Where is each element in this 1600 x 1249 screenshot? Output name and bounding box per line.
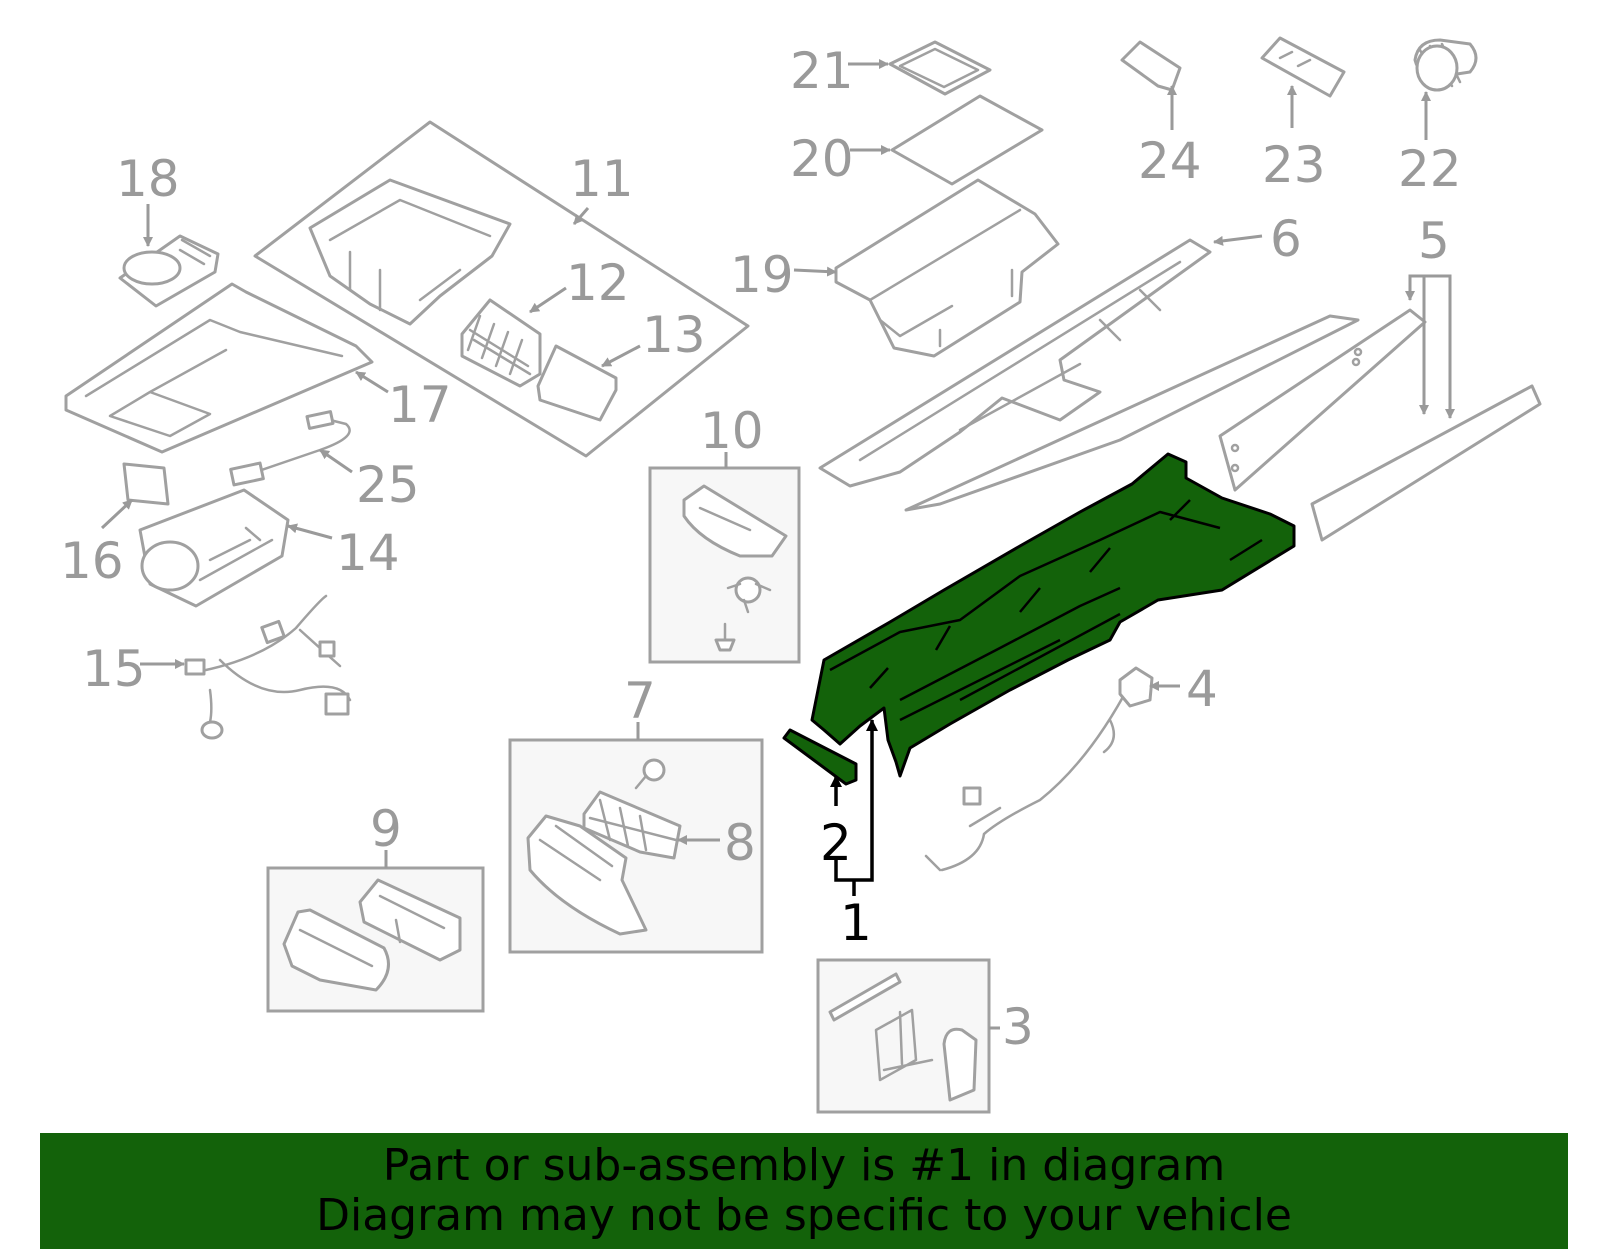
callout-12: 12 xyxy=(566,254,630,312)
callout-3: 3 xyxy=(1002,998,1034,1056)
part-14-cupholder xyxy=(138,488,290,608)
banner-line-2: Diagram may not be specific to your vehi… xyxy=(316,1190,1292,1241)
part-21-tray-lid xyxy=(888,40,992,96)
callout-8: 8 xyxy=(724,814,756,872)
part-15-harness xyxy=(184,594,352,740)
part-10-box xyxy=(648,466,801,664)
callout-5: 5 xyxy=(1418,212,1450,270)
callout-16: 16 xyxy=(60,532,124,590)
callout-22: 22 xyxy=(1398,140,1462,198)
callout-2: 2 xyxy=(820,814,852,872)
part-19-armrest-lid xyxy=(834,178,1060,358)
callout-20: 20 xyxy=(790,130,854,188)
part-9-box xyxy=(266,866,485,1013)
part-5-trim-strips xyxy=(1218,308,1542,542)
callout-17: 17 xyxy=(388,376,452,434)
callout-23: 23 xyxy=(1262,136,1326,194)
part-17-shifter-bezel xyxy=(64,282,374,454)
part-8-switch-panel xyxy=(582,790,682,860)
banner-line-1: Part or sub-assembly is #1 in diagram xyxy=(382,1140,1226,1191)
callout-numbers: 21 20 24 23 22 19 6 5 18 11 12 13 17 25 … xyxy=(60,42,1462,1056)
info-banner: Part or sub-assembly is #1 in diagram Di… xyxy=(40,1133,1568,1249)
callout-7: 7 xyxy=(624,672,656,730)
callout-18: 18 xyxy=(116,150,180,208)
callout-13: 13 xyxy=(642,306,706,364)
part-24-clip xyxy=(1120,40,1182,92)
callout-19: 19 xyxy=(730,246,794,304)
part-6-trim-rail xyxy=(818,238,1360,512)
part-22-knob xyxy=(1413,38,1478,92)
callout-9: 9 xyxy=(370,800,402,858)
callout-1: 1 xyxy=(840,894,872,952)
callout-10: 10 xyxy=(700,402,764,460)
callout-4: 4 xyxy=(1186,660,1218,718)
part-23-plate xyxy=(1260,36,1346,98)
callout-14: 14 xyxy=(336,524,400,582)
callout-11: 11 xyxy=(570,150,634,208)
part-1-console-highlighted xyxy=(810,452,1296,778)
callout-24: 24 xyxy=(1138,132,1202,190)
part-18-ring-module xyxy=(118,234,220,308)
part-20-mat xyxy=(890,94,1044,186)
part-4-harness xyxy=(924,666,1154,872)
part-11-group xyxy=(253,120,750,458)
callout-25: 25 xyxy=(356,456,420,514)
part-25-wire xyxy=(229,410,351,487)
leader-lines xyxy=(100,59,1455,1030)
part-16-block xyxy=(122,462,170,506)
callout-6: 6 xyxy=(1270,210,1302,268)
part-3-box xyxy=(816,958,991,1114)
callout-15: 15 xyxy=(82,640,146,698)
callout-21: 21 xyxy=(790,42,854,100)
